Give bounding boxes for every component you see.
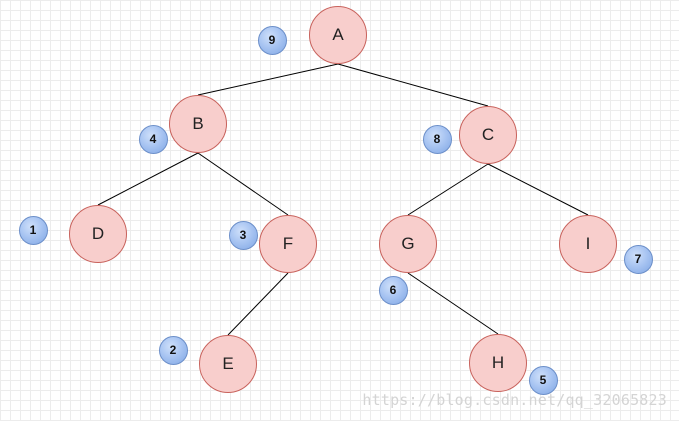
tree-node-a: A <box>309 6 367 64</box>
tree-node-f: F <box>259 215 317 273</box>
tree-node-b: B <box>169 95 227 153</box>
tree-node-i: I <box>559 215 617 273</box>
edge-b-d <box>97 152 199 206</box>
order-badge-3: 3 <box>228 220 258 250</box>
tree-node-e: E <box>199 335 257 393</box>
tree-node-c: C <box>459 106 517 164</box>
edge-b-f <box>197 152 289 216</box>
order-badge-2: 2 <box>158 335 188 365</box>
order-badge-8: 8 <box>422 124 452 154</box>
tree-node-h: H <box>469 334 527 392</box>
edge-c-i <box>487 163 589 216</box>
edge-f-e <box>227 272 289 336</box>
edge-c-g <box>407 163 489 216</box>
order-badge-4: 4 <box>138 124 168 154</box>
order-badge-7: 7 <box>623 244 653 274</box>
edge-a-b <box>197 63 339 96</box>
order-badge-1: 1 <box>18 215 48 245</box>
edge-a-c <box>337 63 489 107</box>
order-badge-9: 9 <box>257 25 287 55</box>
order-badge-5: 5 <box>528 365 558 395</box>
tree-node-g: G <box>379 215 437 273</box>
edge-g-h <box>407 272 499 335</box>
tree-node-d: D <box>69 205 127 263</box>
order-badge-6: 6 <box>378 275 408 305</box>
watermark-text: https://blog.csdn.net/qq_32065823 <box>362 391 667 409</box>
